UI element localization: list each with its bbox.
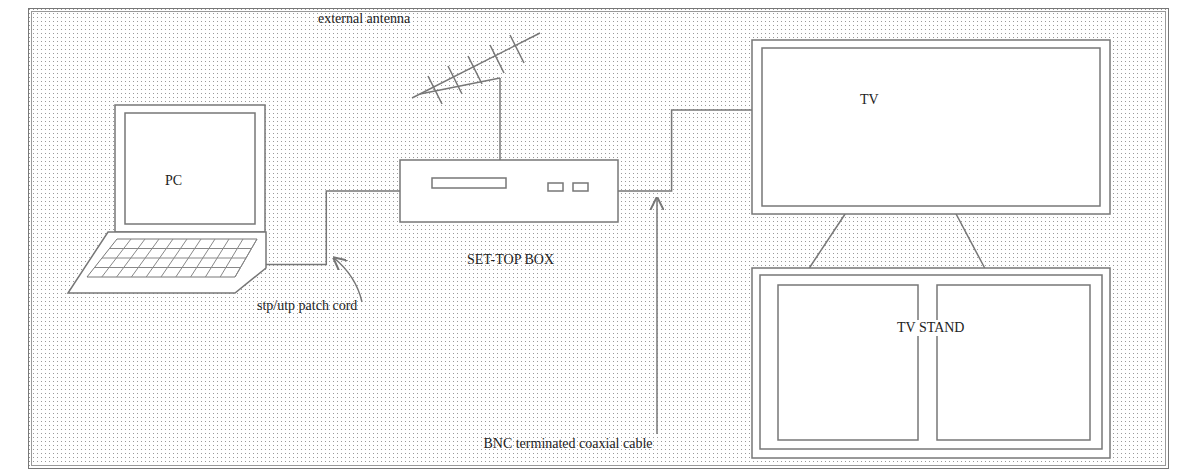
callout-label: external antenna bbox=[318, 11, 410, 27]
stb-button bbox=[548, 183, 563, 191]
stb-case bbox=[400, 160, 618, 222]
key-col bbox=[235, 239, 257, 277]
node-label: PC bbox=[165, 173, 182, 189]
callout-label: stp/utp patch cord bbox=[257, 298, 357, 314]
stand-inner bbox=[760, 275, 1102, 449]
key-col bbox=[220, 239, 243, 277]
stb-outline bbox=[400, 160, 618, 222]
stb-display bbox=[432, 178, 506, 188]
stand-door bbox=[778, 285, 918, 440]
stand-door bbox=[937, 285, 1090, 440]
stand-outline bbox=[752, 268, 1110, 458]
node-label: SET-TOP BOX bbox=[467, 252, 554, 268]
laptop-node: PC bbox=[65, 105, 268, 295]
key-col bbox=[146, 239, 173, 277]
outer-frame-inner bbox=[32, 12, 1166, 466]
callout-label: BNC terminated coaxial cable bbox=[478, 436, 658, 452]
laptop-outline bbox=[65, 105, 268, 295]
laptop-base bbox=[68, 232, 266, 293]
cable-connector bbox=[809, 214, 845, 268]
key-col bbox=[161, 239, 187, 277]
stand-node: TV STAND bbox=[752, 268, 1110, 458]
key-col bbox=[117, 239, 145, 277]
key-col bbox=[176, 239, 201, 277]
cable-connector bbox=[618, 110, 752, 191]
outer-frame bbox=[29, 9, 1169, 469]
tv-node: TV bbox=[752, 40, 1110, 214]
node-label: TV bbox=[860, 92, 879, 108]
stand-frame bbox=[752, 268, 1110, 458]
tv-screen bbox=[762, 48, 1100, 206]
key-col bbox=[131, 239, 159, 277]
laptop-screen bbox=[115, 105, 265, 232]
tv-outline bbox=[752, 40, 1110, 214]
key-col bbox=[191, 239, 215, 277]
leader-arrow bbox=[334, 258, 362, 302]
stb-node: SET-TOP BOX bbox=[400, 160, 618, 222]
dotted-ground bbox=[28, 8, 1168, 468]
laptop-screen-inner bbox=[125, 113, 255, 224]
cable-connector bbox=[956, 214, 985, 268]
keyboard bbox=[87, 239, 257, 277]
cable-connector bbox=[266, 191, 400, 265]
key-col bbox=[205, 239, 229, 277]
stb-button bbox=[573, 183, 588, 191]
antenna-drawing bbox=[412, 33, 540, 160]
leader-arrow bbox=[656, 198, 658, 434]
node-label: TV STAND bbox=[894, 320, 967, 336]
key-col bbox=[102, 239, 131, 277]
tv-frame bbox=[752, 40, 1110, 214]
